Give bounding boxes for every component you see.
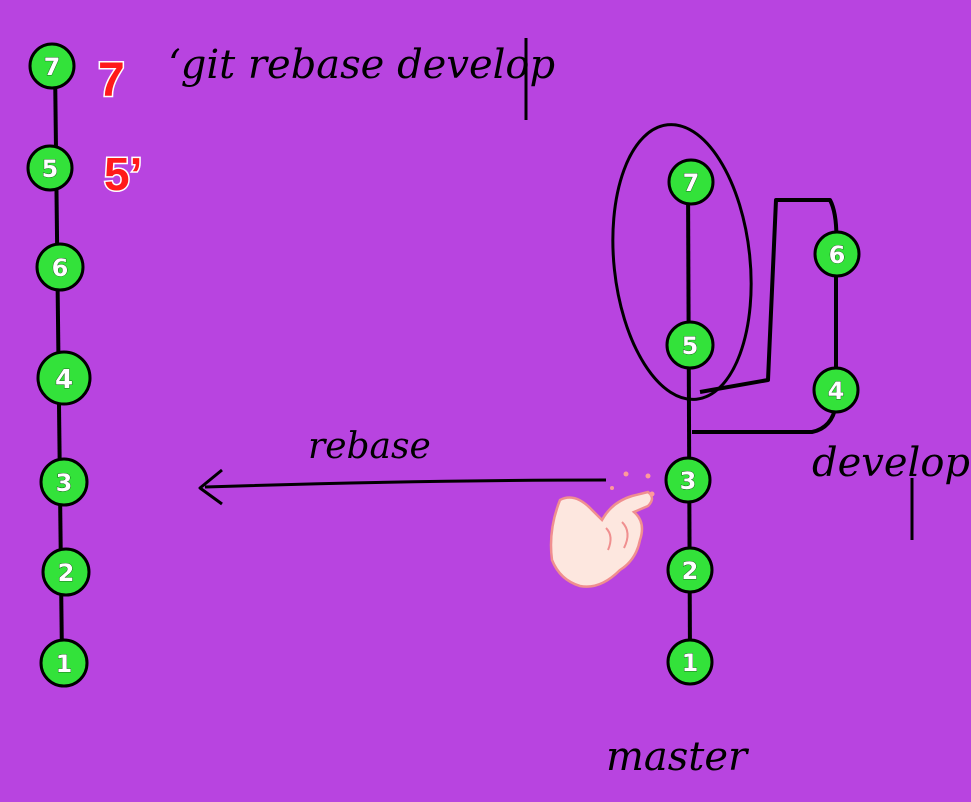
svg-text:7: 7 xyxy=(44,53,61,81)
title-command: ‘git rebase develop xyxy=(168,42,555,88)
develop-commit-6: 6 xyxy=(813,230,861,278)
master-commit-7: 7 xyxy=(667,158,715,206)
pointing-hand-icon xyxy=(549,471,655,588)
svg-text:1: 1 xyxy=(682,649,699,677)
master-label: master xyxy=(606,734,750,780)
circled-commits-outline xyxy=(611,123,753,401)
svg-text:3: 3 xyxy=(680,467,697,495)
left-commit-1: 1 xyxy=(39,638,89,688)
svg-text:4: 4 xyxy=(55,365,73,395)
left-commit-7: 7 xyxy=(28,42,76,90)
svg-text:6: 6 xyxy=(829,241,846,269)
rebased-label-5: 5’ xyxy=(104,148,142,200)
svg-text:7: 7 xyxy=(683,169,700,197)
rebased-label-7: 7 xyxy=(98,54,125,107)
svg-text:5: 5 xyxy=(682,332,699,360)
develop-label: develop xyxy=(812,440,970,486)
master-commit-3: 3 xyxy=(664,456,712,504)
svg-text:2: 2 xyxy=(682,557,699,585)
left-commit-6: 6 xyxy=(35,242,85,292)
arrow-left-icon xyxy=(198,468,607,506)
svg-text:4: 4 xyxy=(828,377,845,405)
svg-text:2: 2 xyxy=(58,559,75,587)
develop-commit-4: 4 xyxy=(812,366,860,414)
svg-text:1: 1 xyxy=(56,650,73,678)
left-commit-4: 4 xyxy=(36,350,92,406)
master-commit-2: 2 xyxy=(666,546,714,594)
svg-text:6: 6 xyxy=(52,254,69,282)
left-commit-5: 5 xyxy=(26,144,74,192)
left-commit-2: 2 xyxy=(41,547,91,597)
rebase-label: rebase xyxy=(308,426,431,467)
left-commit-3: 3 xyxy=(39,457,89,507)
svg-text:3: 3 xyxy=(56,469,73,497)
master-commit-5: 5 xyxy=(665,320,715,370)
svg-text:5: 5 xyxy=(42,155,59,183)
master-commit-1: 1 xyxy=(666,638,714,686)
